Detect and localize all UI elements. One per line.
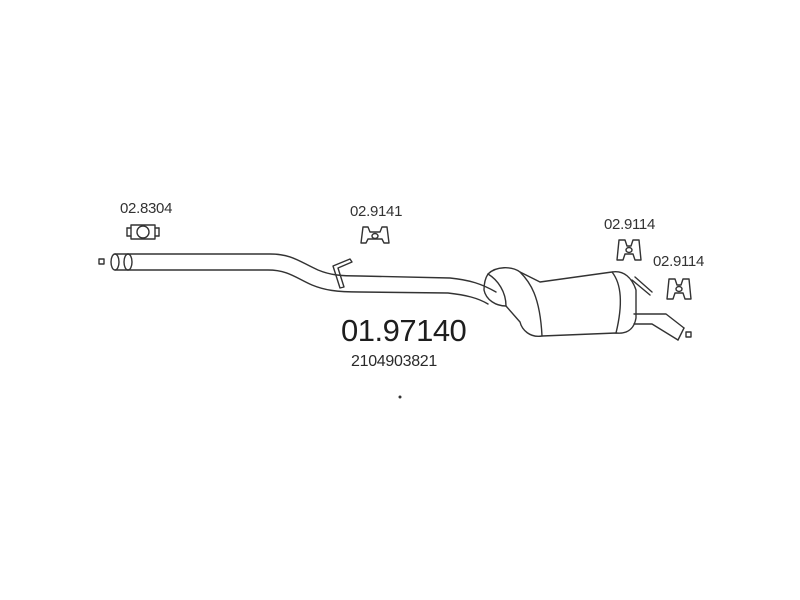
rubber-hanger-icon bbox=[616, 239, 642, 261]
clamp-icon bbox=[126, 224, 160, 240]
hanger-part-label-center: 02.9141 bbox=[350, 203, 403, 220]
exhaust-pipe bbox=[127, 253, 497, 305]
front-connection-marker bbox=[98, 258, 105, 265]
reference-number: 2104903821 bbox=[351, 353, 437, 370]
pipe-inlet bbox=[110, 253, 133, 271]
pipe-bracket bbox=[332, 258, 353, 289]
rear-connection-marker bbox=[685, 331, 692, 338]
tail-pipe bbox=[633, 313, 685, 341]
clamp-part-label: 02.8304 bbox=[120, 200, 173, 217]
rubber-hanger-icon bbox=[360, 226, 390, 244]
main-part-number: 01.97140 bbox=[341, 313, 467, 348]
muffler-strap bbox=[631, 276, 653, 296]
hanger-part-label-lower: 02.9114 bbox=[653, 253, 705, 270]
hanger-part-label-upper: 02.9114 bbox=[604, 216, 656, 233]
rear-muffler bbox=[483, 267, 637, 337]
stray-dot bbox=[398, 395, 402, 399]
rubber-hanger-icon bbox=[666, 278, 692, 300]
